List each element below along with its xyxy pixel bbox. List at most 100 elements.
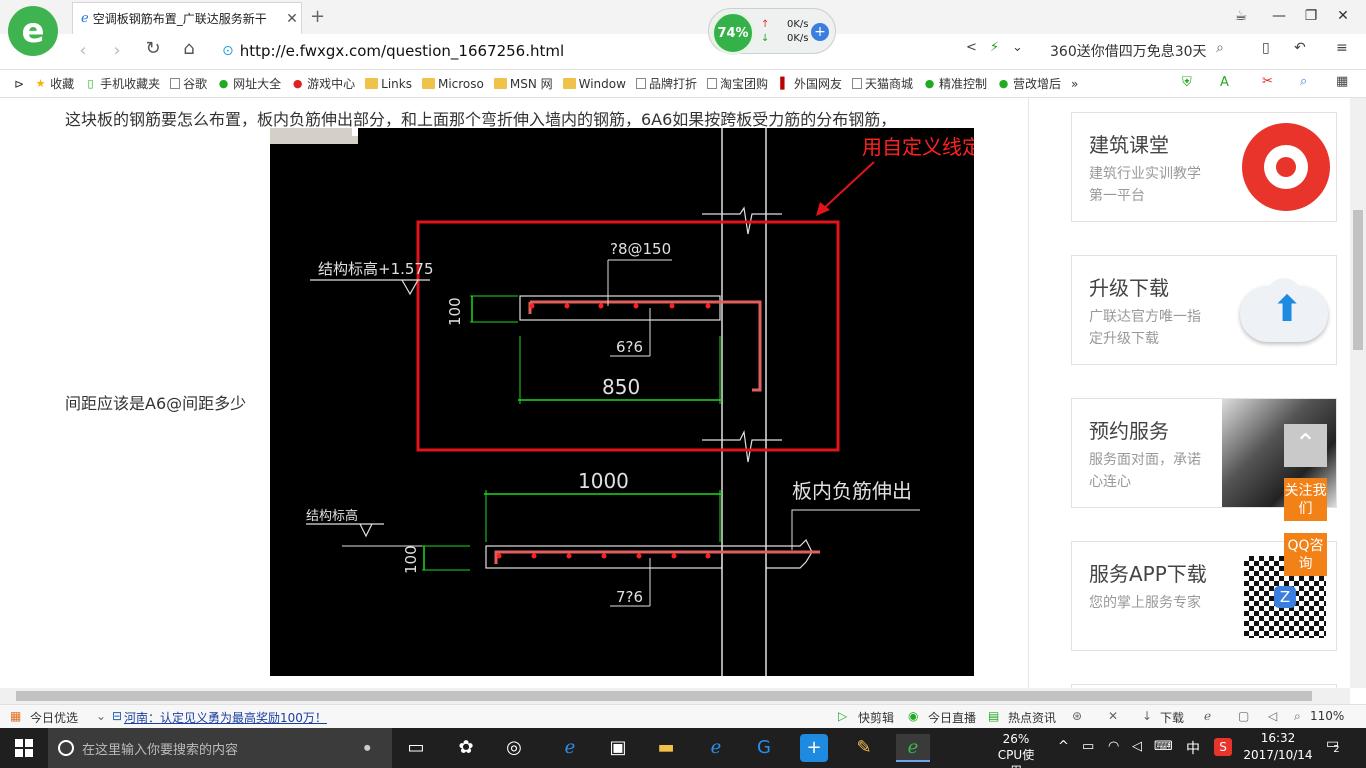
zoom-level[interactable]: 110% bbox=[1310, 709, 1345, 723]
sidebar-card-service[interactable]: 预约服务 服务面对面，承诺心连心 bbox=[1071, 398, 1337, 508]
bookmark-tmall[interactable]: 天猫商城 bbox=[852, 75, 913, 92]
qq-consult-button[interactable]: QQ咨询 bbox=[1284, 533, 1327, 576]
browser-tab[interactable]: ℯ 空调板钢筋布置_广联达服务新干 ✕ bbox=[72, 2, 302, 34]
ie-icon[interactable]: ℯ bbox=[710, 737, 722, 758]
new-tab-button[interactable]: + bbox=[310, 6, 326, 27]
ime-indicator[interactable]: 中 bbox=[1186, 741, 1200, 757]
mobile-icon: ▯ bbox=[87, 77, 94, 90]
plus-icon[interactable]: + bbox=[811, 23, 829, 41]
horizontal-scrollbar[interactable] bbox=[0, 688, 1350, 704]
refresh-button[interactable]: ↻ bbox=[145, 38, 161, 59]
sogou-icon[interactable]: S bbox=[1214, 738, 1232, 756]
close-window-button[interactable]: ✕ bbox=[1337, 8, 1349, 24]
menu-icon[interactable]: ≡ bbox=[1336, 40, 1348, 56]
swirl-app-icon[interactable]: ◎ bbox=[506, 737, 522, 758]
tray-up-icon[interactable]: ^ bbox=[1058, 739, 1069, 754]
keyboard-icon[interactable]: ⌨ bbox=[1154, 739, 1173, 754]
volume-icon[interactable]: ◁ bbox=[1132, 739, 1142, 754]
bookmark-google[interactable]: 谷歌 bbox=[170, 75, 207, 92]
bookmark-brand[interactable]: 品牌打折 bbox=[635, 75, 697, 92]
lightning-icon[interactable]: ⚡ bbox=[990, 40, 1000, 55]
browser-logo-icon[interactable]: e bbox=[8, 6, 58, 56]
360-browser-icon[interactable]: ℯ bbox=[896, 734, 930, 762]
bookmark-microsoft[interactable]: Microso bbox=[421, 77, 484, 91]
follow-us-button[interactable]: 关注我们 bbox=[1284, 478, 1327, 521]
shirt-icon[interactable]: ☕ bbox=[1234, 8, 1248, 24]
ie-mode-icon[interactable]: ℯ bbox=[1204, 709, 1212, 723]
bookmark-mobile[interactable]: ▯手机收藏夹 bbox=[84, 75, 161, 92]
promo-text[interactable]: 360送你借四万免息30天 bbox=[1050, 44, 1207, 60]
back-to-top-button[interactable]: ⌃ bbox=[1284, 424, 1327, 467]
url-field[interactable]: ⊙ http://e.fwxgx.com/question_1667256.ht… bbox=[222, 40, 564, 62]
chevron-down-icon[interactable]: ⌄ bbox=[96, 709, 107, 723]
bookmark-tax[interactable]: ●营改增后 bbox=[998, 77, 1062, 91]
apps-grid-icon[interactable]: ▦ bbox=[1336, 74, 1349, 89]
speed-up-icon[interactable]: ⊛ bbox=[1072, 709, 1083, 723]
restore-button[interactable]: ❐ bbox=[1304, 8, 1318, 24]
notes-app-icon[interactable]: ✎ bbox=[856, 737, 872, 758]
bookmark-precise[interactable]: ●精准控制 bbox=[924, 77, 988, 91]
back-button[interactable]: ‹ bbox=[79, 40, 87, 61]
bookmark-hao[interactable]: ●网址大全 bbox=[218, 77, 282, 91]
start-button[interactable] bbox=[0, 728, 48, 768]
bookmark-taobao[interactable]: 淘宝团购 bbox=[706, 75, 768, 92]
today-picks[interactable]: 今日优选 bbox=[30, 711, 79, 725]
search-icon[interactable]: ⌕ bbox=[1216, 40, 1224, 56]
edge-icon[interactable]: ℯ bbox=[564, 737, 576, 758]
bookmark-msn[interactable]: MSN 网 bbox=[493, 75, 553, 92]
bookmark-windows[interactable]: Window bbox=[562, 77, 626, 91]
dim-100-bottom: 100 bbox=[402, 545, 420, 574]
status-item-clip[interactable]: 快剪辑 bbox=[858, 711, 895, 725]
mute-icon[interactable]: ◁ bbox=[1268, 709, 1278, 723]
explorer-icon[interactable]: ▬ bbox=[657, 737, 675, 758]
speed-widget[interactable]: 74% ↑ ↓ 0K/s 0K/s + bbox=[708, 8, 836, 55]
plus-app-icon[interactable]: + bbox=[800, 734, 828, 762]
sidebar-card-upgrade[interactable]: 升级下载 广联达官方唯一指定升级下载 ⬆ bbox=[1071, 255, 1337, 365]
vertical-scrollbar[interactable] bbox=[1350, 98, 1366, 688]
share-icon[interactable]: < bbox=[966, 40, 977, 55]
search-tool-icon[interactable]: ⌕ bbox=[1300, 74, 1308, 89]
close-tab-icon[interactable]: ✕ bbox=[286, 10, 298, 27]
store-icon[interactable]: ▣ bbox=[609, 737, 627, 758]
undo-icon[interactable]: ↶ bbox=[1294, 40, 1306, 56]
home-button[interactable]: ⌂ bbox=[183, 38, 195, 59]
sidebar-toggle-icon[interactable]: ⊳ bbox=[14, 76, 25, 91]
bookmark-favorites[interactable]: ★收藏 bbox=[35, 77, 75, 91]
sidebar-card-classroom[interactable]: 建筑课堂 建筑行业实训教学第一平台 bbox=[1071, 112, 1337, 222]
game-icon: ● bbox=[292, 77, 303, 90]
bookmark-foreign[interactable]: ▌外国网友 bbox=[778, 75, 842, 92]
bookmark-games[interactable]: ●游戏中心 bbox=[292, 77, 356, 91]
vertical-scroll-thumb[interactable] bbox=[1353, 210, 1363, 350]
scissors-icon[interactable]: ✂ bbox=[1262, 74, 1273, 89]
pinwheel-app-icon[interactable]: ✿ bbox=[458, 737, 474, 758]
sidebar-card-app[interactable]: 服务APP下载 您的掌上服务专家 Z bbox=[1071, 541, 1337, 651]
tools-icon[interactable]: ✕ bbox=[1108, 709, 1119, 723]
forward-button[interactable]: › bbox=[113, 40, 121, 61]
windows-icon bbox=[15, 739, 33, 757]
minimize-button[interactable]: — bbox=[1272, 8, 1286, 24]
taskbar-search[interactable]: 在这里输入你要搜索的内容 ⏺ bbox=[48, 728, 392, 768]
cad-toolbar[interactable] bbox=[270, 128, 358, 144]
window-icon[interactable]: ▢ bbox=[1238, 709, 1250, 723]
task-view-icon[interactable]: ▭ bbox=[407, 737, 425, 758]
card-subtitle: 服务面对面，承诺心连心 bbox=[1089, 452, 1201, 490]
news-link[interactable]: 河南：认定见义勇为最高奖励100万！ bbox=[124, 711, 327, 725]
phone-icon[interactable]: ▯ bbox=[1262, 40, 1270, 56]
chevron-down-icon[interactable]: ⌄ bbox=[1012, 40, 1023, 55]
glodon-app-icon[interactable]: G bbox=[757, 737, 771, 758]
notification-icon[interactable]: ▭2 bbox=[1326, 736, 1340, 755]
more-bookmarks-icon[interactable]: » bbox=[1071, 76, 1079, 91]
wifi-icon[interactable]: ◠ bbox=[1108, 739, 1120, 754]
bookmark-links[interactable]: Links bbox=[365, 77, 412, 91]
status-item-hot[interactable]: 热点资讯 bbox=[1008, 711, 1057, 725]
cpu-usage[interactable]: 26% CPU使用 bbox=[992, 731, 1040, 768]
battery-icon[interactable]: ▭ bbox=[1082, 739, 1095, 754]
shield-icon[interactable]: ⛨ bbox=[1182, 75, 1192, 90]
horizontal-scroll-thumb[interactable] bbox=[16, 691, 1312, 701]
translate-icon[interactable]: A bbox=[1220, 75, 1229, 90]
status-item-live[interactable]: 今日直播 bbox=[928, 711, 977, 725]
taskbar-clock[interactable]: 16:32 2017/10/14 bbox=[1238, 730, 1318, 764]
cad-toolbar-close-icon[interactable] bbox=[352, 128, 358, 136]
download-label[interactable]: 下载 bbox=[1160, 711, 1185, 725]
microphone-icon[interactable]: ⏺ bbox=[364, 740, 371, 756]
